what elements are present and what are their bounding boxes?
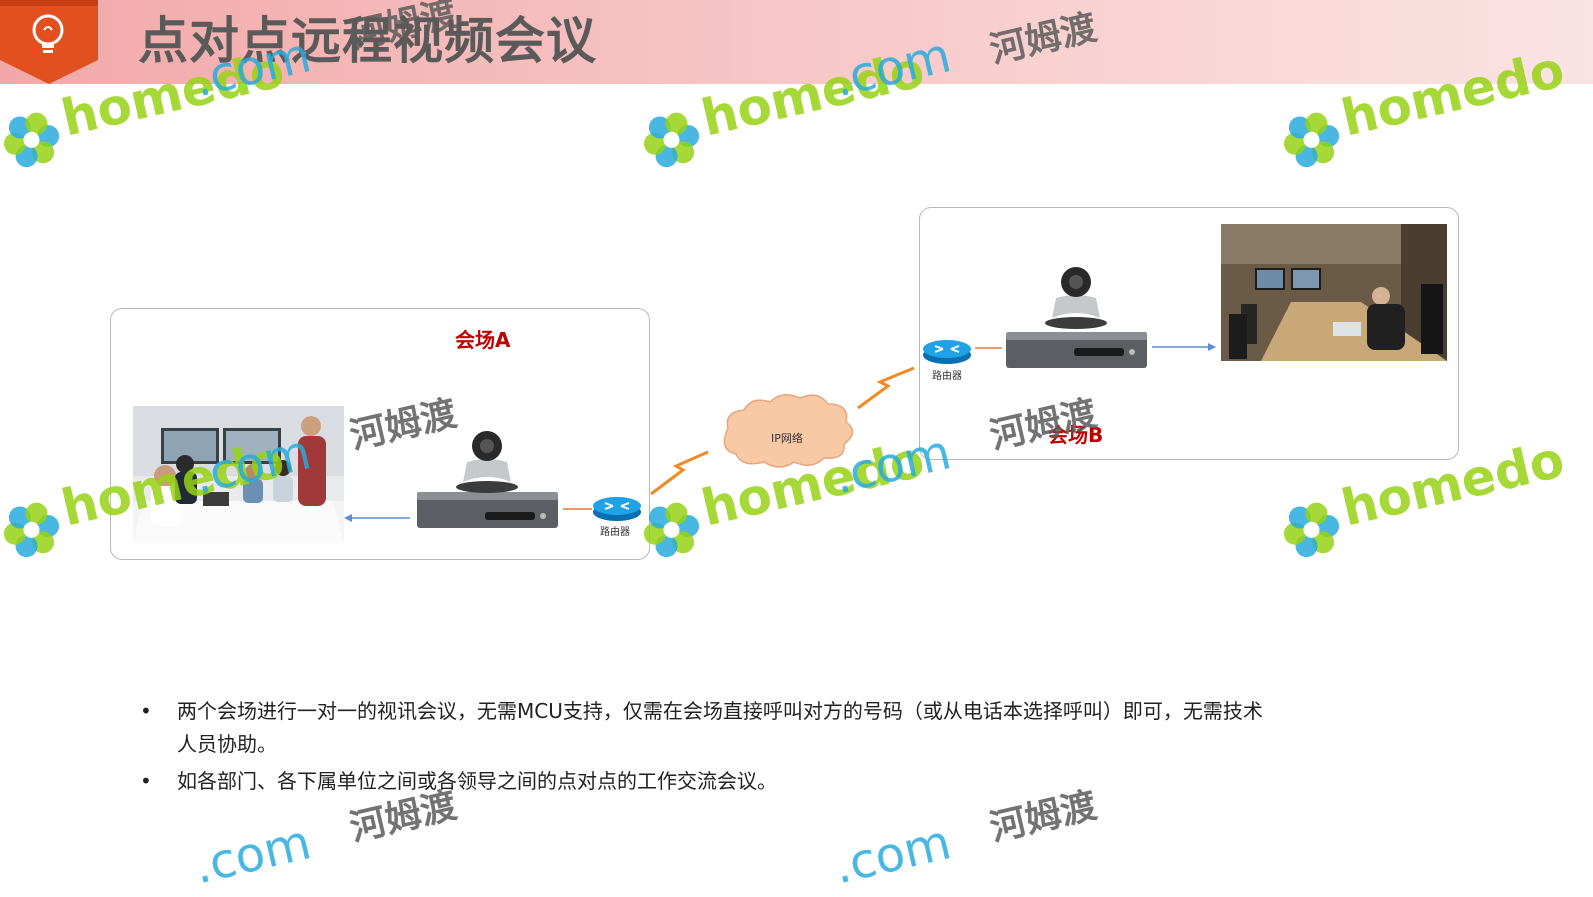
bullet-text-line: 人员协助。 — [177, 732, 277, 756]
router-icon — [923, 340, 971, 364]
bullet-marker: • — [140, 699, 152, 723]
network-label: IP网络 — [771, 432, 803, 445]
cloud-icon — [723, 394, 854, 468]
bullet-list: • 两个会场进行一对一的视讯会议，无需MCU支持，仅需在会场直接呼叫对方的号码（… — [140, 695, 1440, 798]
bullet-text-line: 两个会场进行一对一的视讯会议，无需MCU支持，仅需在会场直接呼叫对方的号码（或从… — [177, 699, 1263, 723]
site-a-label: 会场A — [455, 328, 511, 352]
arrow-to-display-a — [344, 514, 410, 522]
codec-box-icon — [1006, 332, 1147, 368]
site-b-label: 会场B — [1048, 423, 1104, 447]
camera-icon — [456, 431, 518, 493]
bullet-item: • 两个会场进行一对一的视讯会议，无需MCU支持，仅需在会场直接呼叫对方的号码（… — [140, 695, 1440, 761]
codec-box-icon — [417, 492, 558, 528]
camera-icon — [1045, 267, 1107, 329]
lightbulb-icon — [0, 0, 98, 84]
bullet-item: • 如各部门、各下属单位之间或各领导之间的点对点的工作交流会议。 — [140, 765, 1440, 798]
meeting-photo-a — [133, 406, 344, 543]
bullet-marker: • — [140, 769, 152, 793]
header-banner: 点对点远程视频会议 — [0, 0, 1593, 84]
meeting-photo-b — [1221, 224, 1447, 361]
router-b-label: 路由器 — [932, 371, 962, 382]
lightning-icon — [650, 366, 915, 496]
router-icon — [593, 497, 641, 521]
page-title: 点对点远程视频会议 — [138, 12, 597, 70]
bullet-text-line: 如各部门、各下属单位之间或各领导之间的点对点的工作交流会议。 — [177, 769, 777, 793]
router-a-label: 路由器 — [600, 527, 630, 538]
arrow-to-display-b — [1152, 343, 1216, 351]
